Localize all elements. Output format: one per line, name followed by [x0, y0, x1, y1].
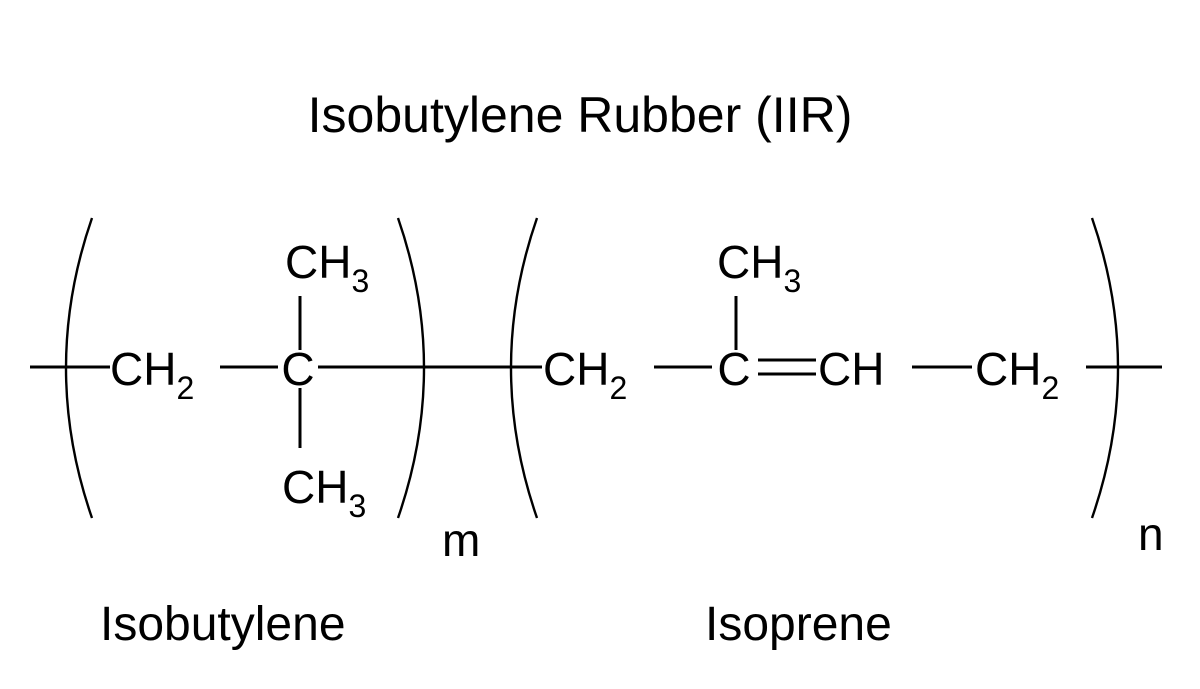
isobutylene-center-carbon: C	[281, 343, 314, 395]
isoprene-ch2-right: CH2	[975, 343, 1059, 406]
isoprene-left-bracket	[509, 217, 539, 519]
isoprene-label: Isoprene	[705, 598, 892, 651]
isoprene-ch2-left: CH2	[543, 343, 627, 406]
isoprene-ch: CH	[818, 343, 884, 395]
isobutylene-label: Isobutylene	[100, 598, 346, 651]
isobutylene-ch2: CH2	[110, 343, 194, 406]
isobutylene-top-ch3: CH3	[285, 236, 369, 299]
diagram-title: Isobutylene Rubber (IIR)	[308, 87, 853, 143]
isoprene-center-carbon: C	[717, 343, 750, 395]
isobutylene-repeat-index: m	[442, 514, 480, 566]
isoprene-repeat-index: n	[1138, 508, 1164, 560]
isobutylene-bottom-ch3: CH3	[282, 461, 366, 524]
isoprene-top-ch3: CH3	[717, 236, 801, 299]
